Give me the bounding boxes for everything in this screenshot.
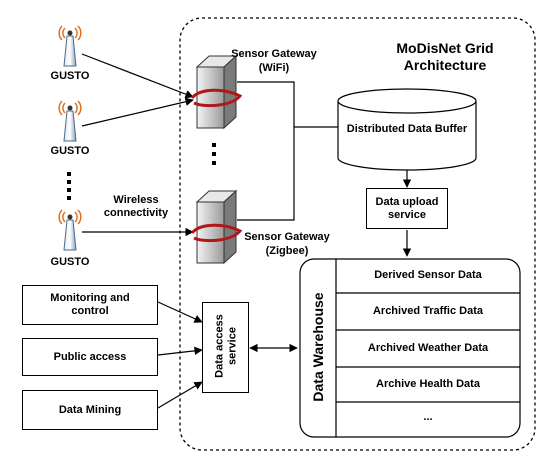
warehouse-row: ...: [423, 411, 433, 423]
warehouse-row: Archived Traffic Data: [372, 305, 484, 317]
arrow-public-access: [157, 346, 203, 356]
gateway-zigbee-label: Sensor Gateway(Zigbee): [244, 231, 330, 257]
arrow-device1-gateway: [81, 53, 194, 99]
data-buffer-cylinder: [337, 88, 477, 171]
gusto-label: GUSTO: [50, 256, 90, 268]
warehouse-row-lines: [336, 292, 520, 403]
client-public-access: Public access: [22, 338, 158, 376]
gateway-ellipsis-dots: [212, 143, 216, 165]
gateway-zigbee-icon: [190, 189, 243, 265]
line-wifi-buffer: [237, 81, 338, 128]
warehouse-row: Derived Sensor Data: [374, 269, 482, 281]
data-warehouse-container: [299, 258, 521, 438]
arrow-monitoring-access: [157, 301, 203, 323]
arrow-datamining-access: [157, 381, 203, 409]
gateway-wifi-label: Sensor Gateway(WiFi): [231, 48, 317, 74]
ellipsis-dots: [67, 172, 71, 200]
gusto-label: GUSTO: [50, 70, 90, 82]
line-zigbee-buffer: [237, 127, 295, 221]
gusto-device-icon: [58, 25, 82, 67]
gusto-label: GUSTO: [50, 145, 90, 157]
gusto-device-icon: [58, 100, 82, 142]
arrow-device2-gateway: [81, 97, 194, 127]
data-warehouse-title: Data Warehouse: [310, 292, 326, 402]
gateway-wifi-icon: [190, 54, 243, 130]
warehouse-row: Archived Weather Data: [367, 342, 489, 354]
gusto-device-icon: [58, 209, 82, 251]
client-data-mining: Data Mining: [22, 390, 158, 430]
data-buffer-label: Distributed Data Buffer: [346, 123, 468, 135]
warehouse-row: Archive Health Data: [376, 378, 480, 390]
